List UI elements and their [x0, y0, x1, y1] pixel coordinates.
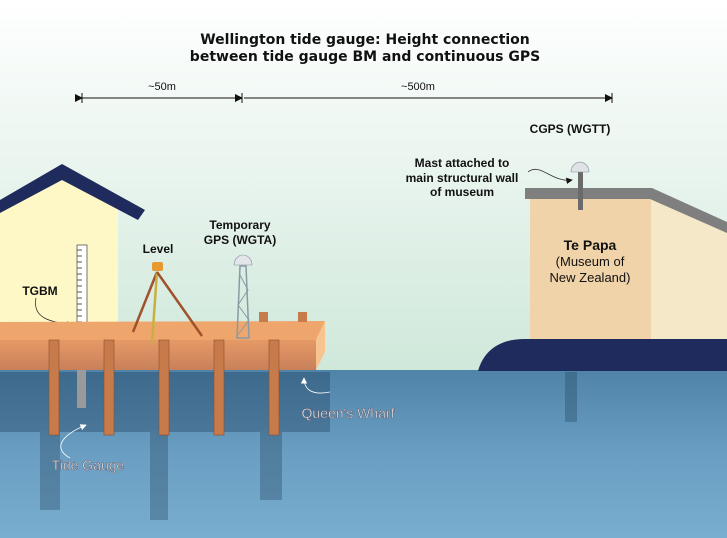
temporary-gps-label-2: GPS (WGTA) — [204, 233, 276, 247]
te-papa-sublabel-2: New Zealand) — [550, 270, 631, 285]
title-line-1: Wellington tide gauge: Height connection — [200, 32, 530, 48]
te-papa-label: Te Papa — [564, 237, 617, 253]
queens-wharf-deck — [0, 321, 325, 370]
temporary-gps-icon — [233, 254, 253, 339]
mast-pointer — [527, 169, 573, 184]
wharf-bollards — [259, 312, 307, 322]
house-roof — [0, 164, 145, 220]
museum-roof — [525, 188, 727, 233]
dimension-lines — [75, 93, 613, 103]
tide-gauge-house — [0, 164, 145, 322]
level-tripod-icon — [131, 262, 204, 344]
mast-label-1: Mast attached to — [415, 156, 510, 170]
tide-gauge-pointer — [60, 424, 87, 459]
wharf-piles — [48, 339, 280, 436]
level-label: Level — [143, 242, 174, 256]
mast-label-3: of museum — [430, 185, 494, 199]
te-papa-museum — [478, 188, 727, 371]
museum-base — [478, 339, 727, 371]
tide-gauge-pipe — [77, 370, 86, 408]
te-papa-sublabel-1: (Museum of — [556, 254, 625, 269]
tide-staff — [76, 244, 88, 329]
tide-gauge-label: Tide Gauge — [52, 457, 125, 473]
dimension-500m: ~500m — [401, 81, 435, 93]
title-line-2: between tide gauge BM and continuous GPS — [190, 49, 540, 65]
queens-wharf-label: Queen's Wharf — [302, 405, 395, 421]
mast-label-2: main structural wall — [406, 171, 519, 185]
tgbm-label: TGBM — [22, 284, 57, 298]
gps-mast — [578, 172, 583, 210]
harbour-water — [0, 370, 727, 538]
cgps-label: CGPS (WGTT) — [530, 122, 611, 136]
wharf-pointer — [300, 377, 331, 394]
cgps-antenna-icon — [570, 161, 590, 173]
dimension-50m: ~50m — [148, 81, 176, 93]
temporary-gps-label-1: Temporary — [209, 218, 270, 232]
